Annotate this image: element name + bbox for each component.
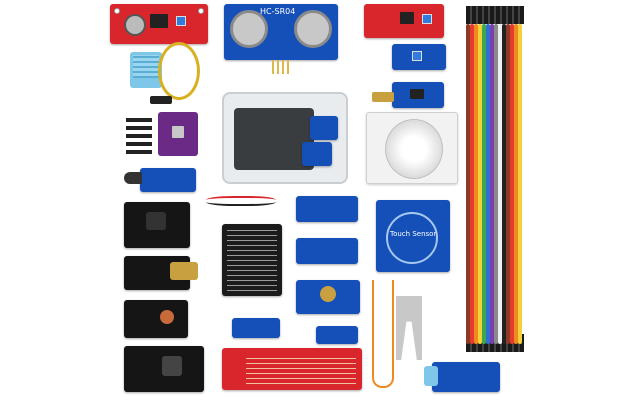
infrared-receiver-module [124,202,190,248]
small-black-cable [150,96,172,104]
pir-motion-sensor [366,112,458,184]
ir-led-module [140,168,196,192]
ir-sensor-module [392,82,444,108]
photoresistor-module [124,300,188,338]
laser-head [170,262,198,280]
water-level-sensor [222,348,362,390]
dht-sensor-module [130,52,162,88]
soil-moisture-probe [396,296,422,360]
tracking-sensor-module [124,346,204,392]
flame-sensor-module [364,4,444,38]
connector-wires [372,280,394,388]
ultrasonic-pins [272,60,290,74]
storage-box [222,92,348,184]
rainbow-ribbon-cable [466,6,524,352]
sound-blue-module [296,238,358,264]
ultrasonic-label: HC-SR04 [260,7,296,16]
light-sensor-module [392,44,446,70]
voltage-sensor-module [316,326,358,344]
red-black-wire [206,196,276,206]
touch-sensor-label: Touch Sensor [390,230,437,238]
relay-module [424,362,500,392]
relay-small-module [232,318,280,338]
bmp-sensor-module [158,112,198,156]
brass-sensor-tube [372,92,394,102]
touch-sensor-module: Touch Sensor [376,200,450,272]
tracking-blue-module [296,196,358,222]
header-pins [126,114,152,154]
ir-led [124,172,142,184]
sound-sensor-module [110,4,208,44]
potentiometer-module [296,280,360,314]
ultrasonic-sensor-module: HC-SR04 [224,4,338,60]
rain-sensor-plate [222,224,282,296]
jumper-cable-loop [158,42,200,100]
